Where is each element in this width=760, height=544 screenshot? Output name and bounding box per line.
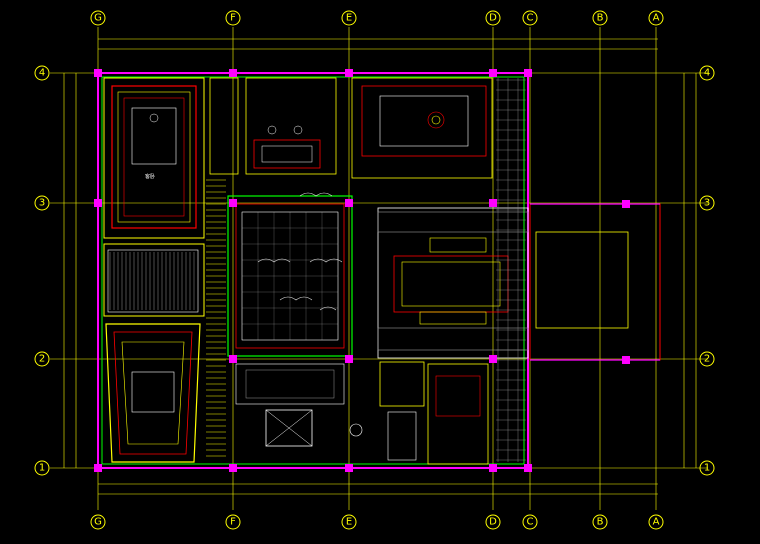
axis-bubble-left-3: 3	[39, 198, 45, 209]
dimension-lines	[63, 38, 697, 495]
axis-bubble-bottom-C: C	[527, 517, 534, 528]
axis-bubble-bottom-G-circle	[90, 514, 106, 530]
axis-bubble-top-F-circle	[225, 10, 241, 26]
column-marker	[622, 200, 630, 208]
axis-bubble-right-4: 4	[704, 68, 710, 79]
axis-bubble-left-1: 1	[39, 463, 45, 474]
axis-bubble-bottom-F-circle	[225, 514, 241, 530]
bedroom-top-left	[103, 77, 205, 239]
axis-bubble-top-G-circle	[90, 10, 106, 26]
axis-bubble-right-2: 2	[704, 354, 710, 365]
axis-bubble-left-2: 2	[39, 354, 45, 365]
right-hatch-strip	[496, 78, 526, 462]
column-marker	[524, 69, 532, 77]
tea-room-hatch	[109, 252, 195, 310]
column-marker	[229, 464, 237, 472]
lower-rooms	[235, 361, 489, 465]
axis-bubble-bottom-D: D	[489, 517, 497, 528]
axis-bubble-top-E: E	[346, 13, 352, 24]
tea-room	[103, 243, 205, 317]
axis-bubble-top-B-circle	[592, 10, 608, 26]
axis-bubble-left-2-circle	[34, 351, 50, 367]
axis-bubble-top-C-circle	[522, 10, 538, 26]
axis-bubble-bottom-B: B	[597, 517, 604, 528]
dining-room	[351, 77, 493, 179]
bedroom-bottom-left	[105, 323, 201, 463]
axis-bubble-bottom-F: F	[230, 517, 236, 528]
column-marker	[489, 355, 497, 363]
axis-bubble-top-C: C	[527, 13, 534, 24]
column-marker	[345, 355, 353, 363]
axis-bubble-top-A: A	[653, 13, 660, 24]
axis-bubble-top-G: G	[94, 13, 102, 24]
axis-bubble-top-A-circle	[648, 10, 664, 26]
axis-bubble-bottom-C-circle	[522, 514, 538, 530]
column-marker	[94, 199, 102, 207]
column-marker	[229, 69, 237, 77]
axis-bubble-bottom-G: G	[94, 517, 102, 528]
stair-steps	[206, 179, 226, 457]
upper-center-rooms	[209, 77, 337, 175]
column-marker	[94, 464, 102, 472]
axis-bubble-top-D-circle	[485, 10, 501, 26]
structural-columns	[94, 69, 630, 472]
axis-bubble-bottom-D-circle	[485, 514, 501, 530]
axis-bubble-top-F: F	[230, 13, 236, 24]
column-marker	[229, 199, 237, 207]
axis-bubble-bottom-E-circle	[341, 514, 357, 530]
room-label-master-bedroom: 客卧	[145, 173, 155, 180]
axis-bubble-right-1-circle	[699, 460, 715, 476]
column-marker	[94, 69, 102, 77]
column-marker	[489, 69, 497, 77]
axis-bubble-left-4-circle	[34, 65, 50, 81]
axis-bubble-left-4: 4	[39, 68, 45, 79]
column-marker	[489, 199, 497, 207]
axis-bubble-top-D: D	[489, 13, 497, 24]
balcony	[529, 203, 661, 361]
living-clouds	[257, 192, 343, 311]
axis-bubble-right-2-circle	[699, 351, 715, 367]
axis-bubble-right-4-circle	[699, 65, 715, 81]
column-marker	[345, 199, 353, 207]
axis-bubble-bottom-B-circle	[592, 514, 608, 530]
axis-bubble-right-3-circle	[699, 195, 715, 211]
axis-bubble-left-1-circle	[34, 460, 50, 476]
column-marker	[622, 356, 630, 364]
axis-bubble-top-E-circle	[341, 10, 357, 26]
column-marker	[524, 464, 532, 472]
axis-bubble-top-B: B	[597, 13, 604, 24]
axis-bubble-bottom-E: E	[346, 517, 352, 528]
axis-bubbles: G F E D C B A G F E D C B A 4 3 2 1 4 3 2 1	[34, 10, 715, 530]
axis-bubble-bottom-A: A	[653, 517, 660, 528]
column-marker	[345, 464, 353, 472]
axis-bubble-right-1: 1	[704, 463, 710, 474]
column-marker	[345, 69, 353, 77]
axis-bubble-right-3: 3	[704, 198, 710, 209]
axis-bubble-bottom-A-circle	[648, 514, 664, 530]
column-marker	[229, 355, 237, 363]
axis-bubble-left-3-circle	[34, 195, 50, 211]
column-marker	[489, 464, 497, 472]
